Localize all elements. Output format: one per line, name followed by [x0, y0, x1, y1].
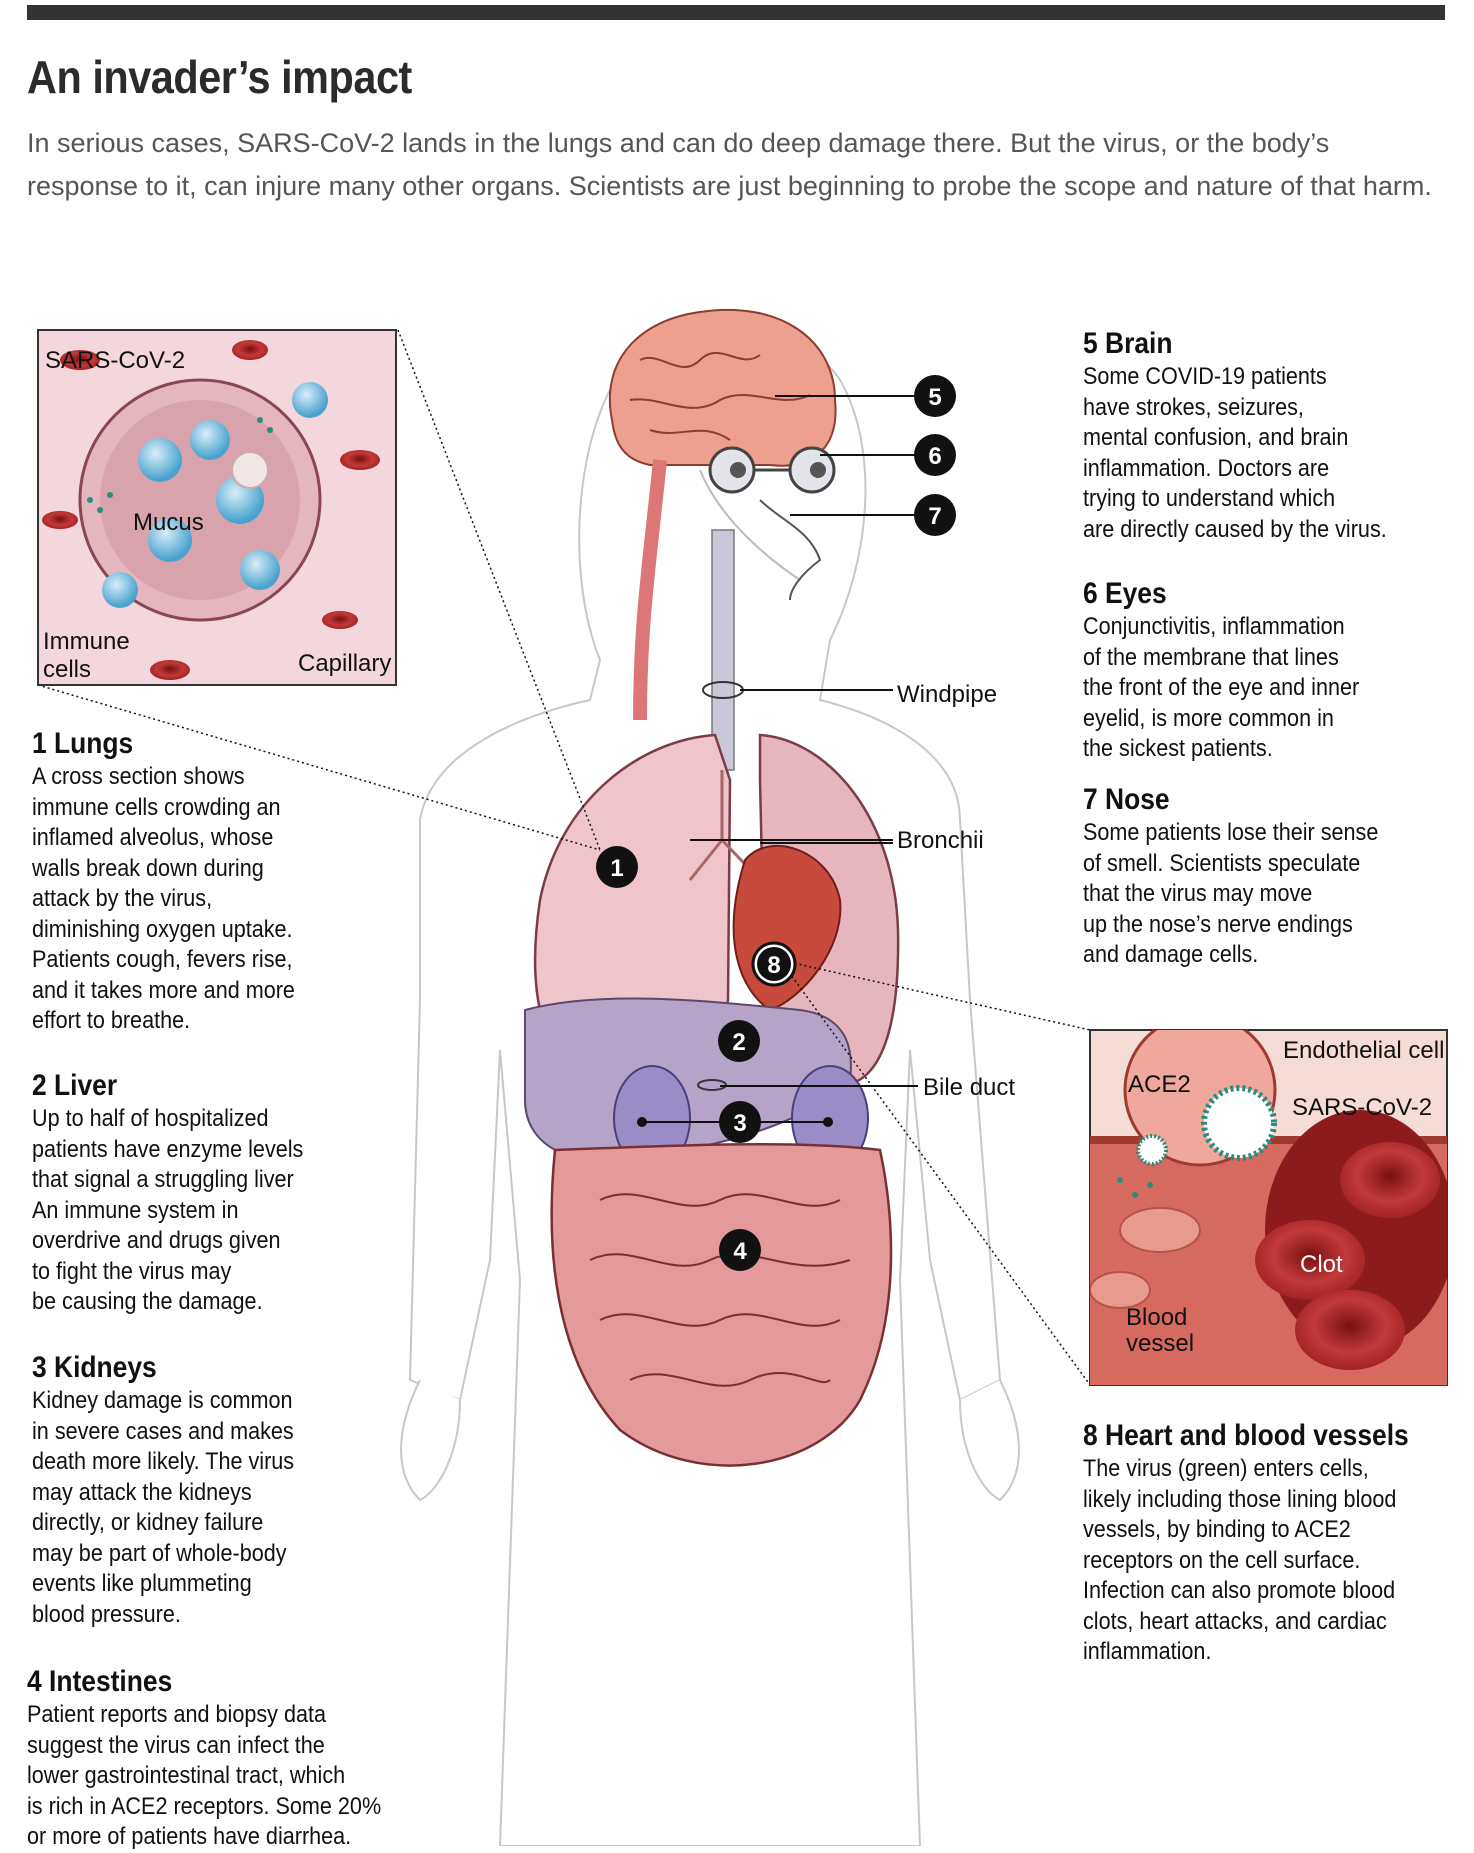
vessel-inset-ace2-label: ACE2	[1128, 1071, 1191, 1098]
svg-text:3: 3	[733, 1110, 746, 1137]
marker-1: 1	[596, 846, 638, 888]
markers: 1 2 3 4 5 6 7 8	[596, 375, 956, 1271]
lung-inset-immune-label-2: cells	[43, 656, 91, 683]
callout-eyes-heading: 6 Eyes	[1083, 577, 1167, 610]
spinal-nerve	[633, 459, 667, 721]
eyes	[708, 446, 836, 494]
vessel-inset-clot-label: Clot	[1300, 1251, 1343, 1278]
svg-text:2: 2	[732, 1029, 745, 1056]
page-title: An invader’s impact	[27, 51, 412, 103]
label-windpipe: Windpipe	[897, 681, 997, 708]
marker-8: 8	[751, 941, 797, 987]
callout-heart-heading: 8 Heart and blood vessels	[1083, 1419, 1409, 1452]
marker-3: 3	[719, 1101, 761, 1143]
svg-text:4: 4	[733, 1238, 747, 1265]
svg-text:8: 8	[767, 952, 780, 979]
svg-text:6: 6	[928, 443, 941, 470]
svg-text:5: 5	[928, 384, 941, 411]
brain	[608, 308, 837, 467]
callout-kidneys-heading: 3 Kidneys	[32, 1351, 157, 1384]
top-rule	[27, 5, 1445, 20]
callout-liver-heading: 2 Liver	[32, 1069, 118, 1102]
callout-intestines: 4 Intestines Patient reports and biopsy …	[27, 1664, 447, 1853]
marker-5: 5	[914, 375, 956, 417]
head-features	[699, 469, 822, 601]
callout-brain-heading: 5 Brain	[1083, 327, 1173, 360]
marker-6: 6	[914, 434, 956, 476]
vessel-inset: Endothelial cell ACE2 SARS-CoV-2 Clot Bl…	[1089, 1029, 1448, 1386]
label-bronchii: Bronchii	[897, 827, 984, 854]
callout-intestines-heading: 4 Intestines	[27, 1665, 173, 1698]
callout-heart-body: The virus (green) enters cells,likely in…	[1083, 1455, 1397, 1665]
lung-inset-mucus-label: Mucus	[133, 509, 204, 536]
vessel-inset-virus-label: SARS-CoV-2	[1292, 1094, 1432, 1121]
lung-inset-immune-label-1: Immune	[43, 628, 130, 655]
marker-2: 2	[718, 1020, 760, 1062]
vessel-inset-vessel-label-1: Blood	[1126, 1304, 1187, 1331]
lung-inset: SARS-CoV-2 Mucus Immune cells Capillary	[37, 329, 397, 686]
marker-4: 4	[719, 1229, 761, 1271]
vessel-inset-vessel-label-2: vessel	[1126, 1330, 1194, 1357]
lung-inset-virus-label: SARS-CoV-2	[45, 347, 185, 374]
label-bile-duct: Bile duct	[923, 1074, 1015, 1101]
lung-inset-capillary-label: Capillary	[298, 650, 391, 677]
svg-text:1: 1	[610, 855, 623, 882]
vessel-inset-endothelial-label: Endothelial cell	[1283, 1037, 1444, 1064]
intestines	[550, 1142, 893, 1467]
callout-heart: 8 Heart and blood vessels The virus (gre…	[1083, 1418, 1453, 1668]
callout-lungs-heading: 1 Lungs	[32, 727, 134, 760]
callout-nose-heading: 7 Nose	[1083, 783, 1170, 816]
intro-text: In serious cases, SARS-CoV-2 lands in th…	[27, 128, 1432, 201]
svg-text:7: 7	[928, 503, 941, 530]
marker-7: 7	[914, 494, 956, 536]
